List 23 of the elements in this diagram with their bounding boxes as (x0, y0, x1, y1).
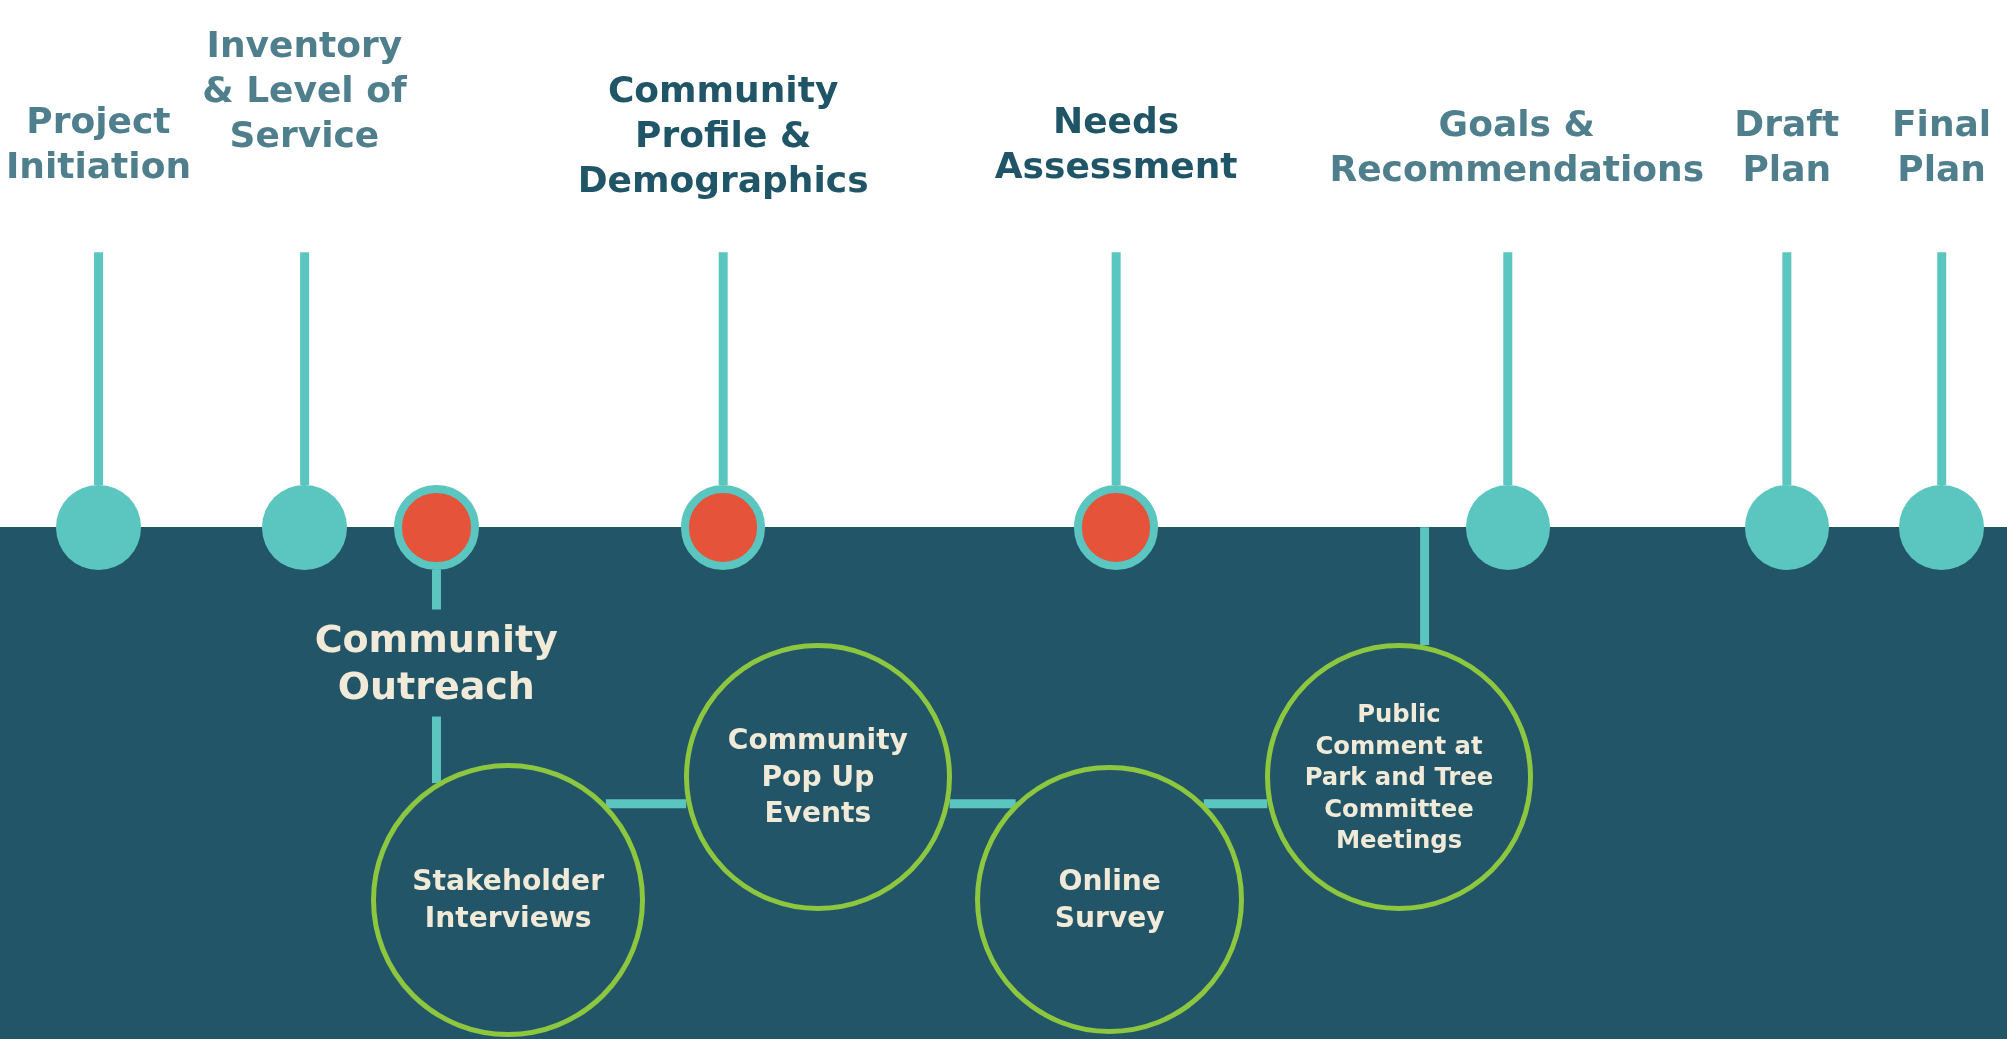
phase-label: Community Profile & Demographics (563, 66, 884, 202)
phase-label: Goals & Recommendations (1324, 100, 1709, 191)
stem-line (1937, 252, 1947, 486)
stem-line (718, 252, 728, 486)
connector-line (1420, 527, 1430, 645)
circle-label: Stakeholder Interviews (411, 863, 606, 936)
phase-label: Final Plan (1871, 100, 2007, 191)
stem-line (1503, 252, 1513, 486)
phase-label: Draft Plan (1716, 100, 1858, 191)
branch-label: Community Outreach (295, 615, 578, 711)
stem-line (94, 252, 104, 486)
stem-line (949, 799, 1016, 809)
stem-line (431, 716, 441, 784)
stem-line (1203, 799, 1268, 809)
phase-label: Needs Assessment (988, 98, 1245, 189)
stem-line (605, 799, 687, 809)
stem-line (300, 252, 310, 486)
stem-line (1782, 252, 1792, 486)
circle-label: Public Comment at Park and Tree Committee Meetings (1303, 697, 1495, 856)
stem-line (1111, 252, 1121, 486)
stem-line (431, 569, 441, 610)
circle-label: Community Pop Up Events (726, 722, 909, 832)
circle-label: Online Survey (1053, 863, 1166, 936)
